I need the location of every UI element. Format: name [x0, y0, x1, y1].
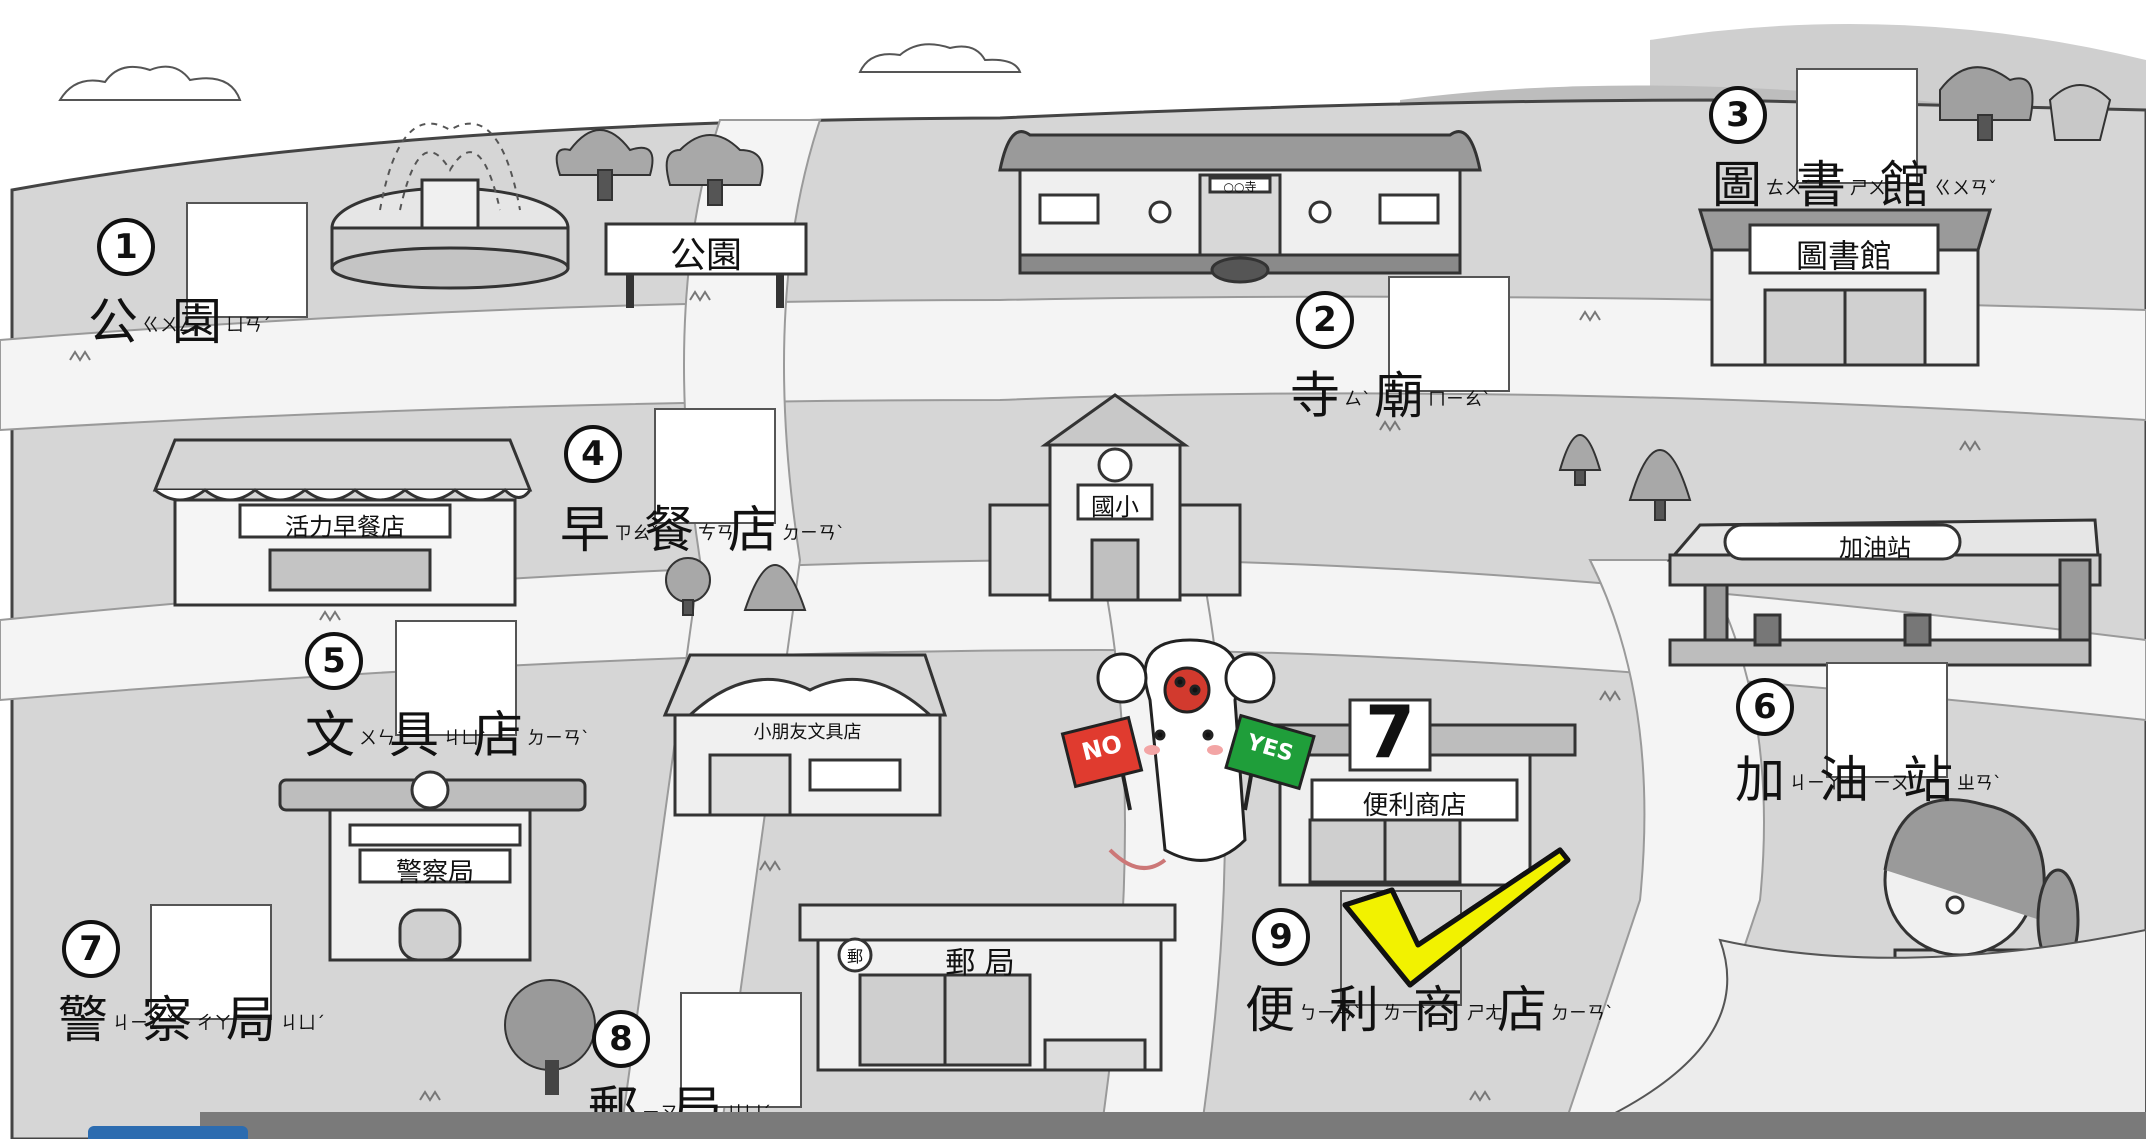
park-sign-post: [604, 222, 808, 308]
cloud-center: [858, 43, 1022, 73]
location-number-3: 3: [1709, 86, 1767, 144]
school: [988, 393, 1242, 602]
location-number-1: 1: [97, 218, 155, 276]
no-sign: [1060, 715, 1144, 789]
location-number-6: 6: [1736, 678, 1794, 736]
answer-box-2[interactable]: [1388, 276, 1510, 392]
park-trees: [555, 129, 764, 206]
stationery-sign: 小朋友文具店: [753, 722, 862, 743]
grass-tufts: [69, 290, 1981, 1102]
stationery-shop: [662, 653, 948, 817]
location-number-7: 7: [62, 920, 120, 978]
school-sign: 國小: [1091, 493, 1139, 521]
location-label-4: 早ㄗㄠˇ餐ㄘㄢ店ㄉㄧㄢˋ: [560, 501, 845, 559]
gas-station-sign: 加油站: [1839, 534, 1911, 562]
location-number-5: 5: [305, 632, 363, 690]
library-sign: 圖書館: [1795, 237, 1892, 275]
post-office: [798, 903, 1177, 1072]
police-sign: 警察局: [395, 858, 474, 888]
answer-box-8[interactable]: [680, 992, 802, 1108]
location-label-6: 加ㄐㄧㄚ油ㄧㄡˊ站ㄓㄢˋ: [1735, 751, 2002, 809]
breakfast-sign: 活力早餐店: [285, 513, 405, 541]
location-number-8: 8: [592, 1010, 650, 1068]
location-label-1: 公ㄍㄨㄥ園ㄩㄢˊ: [88, 293, 271, 351]
convenience-sign: 便利商店: [1362, 791, 1467, 821]
yes-sign: [1224, 713, 1316, 791]
answer-box-7[interactable]: [150, 904, 272, 1020]
fountain: [330, 122, 570, 290]
location-number-2: 2: [1296, 291, 1354, 349]
post-office-sign: 郵 局: [945, 946, 1015, 981]
post-office-emblem: 郵: [846, 947, 863, 966]
mouse-mascot: [1096, 638, 1276, 870]
park-sign: 公園: [669, 235, 742, 276]
temple-plaque: ○○寺: [1223, 180, 1257, 194]
gas-station: [1666, 518, 2102, 667]
bottom-tab[interactable]: [88, 1126, 248, 1139]
library: [1697, 208, 1993, 367]
location-number-4: 4: [564, 425, 622, 483]
breakfast-shop: [152, 438, 533, 607]
location-label-7: 警ㄐㄧㄥˇ察ㄔㄚˊ局ㄐㄩˊ: [58, 991, 325, 1049]
library-trees: [1939, 66, 2112, 141]
answer-box-6[interactable]: [1826, 662, 1948, 778]
answer-box-4[interactable]: [654, 408, 776, 524]
temple: [998, 130, 1482, 284]
location-label-2: 寺ㄙˋ廟ㄇㄧㄠˋ: [1290, 367, 1491, 425]
location-label-5: 文ㄨㄣˊ具ㄐㄩˋ店ㄉㄧㄢˋ: [305, 706, 590, 764]
location-label-3: 圖ㄊㄨˊ書ㄕㄨ館ㄍㄨㄢˇ: [1712, 156, 1997, 214]
location-number-9: 9: [1252, 908, 1310, 966]
answer-box-1[interactable]: [186, 202, 308, 318]
answer-box-3[interactable]: [1796, 68, 1918, 184]
answer-box-5[interactable]: [395, 620, 517, 736]
location-label-9: 便ㄅㄧㄢˋ利ㄌㄧˋ商ㄕㄤ店ㄉㄧㄢˋ: [1245, 981, 1614, 1039]
school-trees: [665, 434, 1692, 616]
cloud-left: [58, 65, 242, 101]
bottom-bar: [200, 1112, 2146, 1139]
police-station: [278, 770, 587, 962]
convenience-logo: 7: [1364, 690, 1416, 774]
